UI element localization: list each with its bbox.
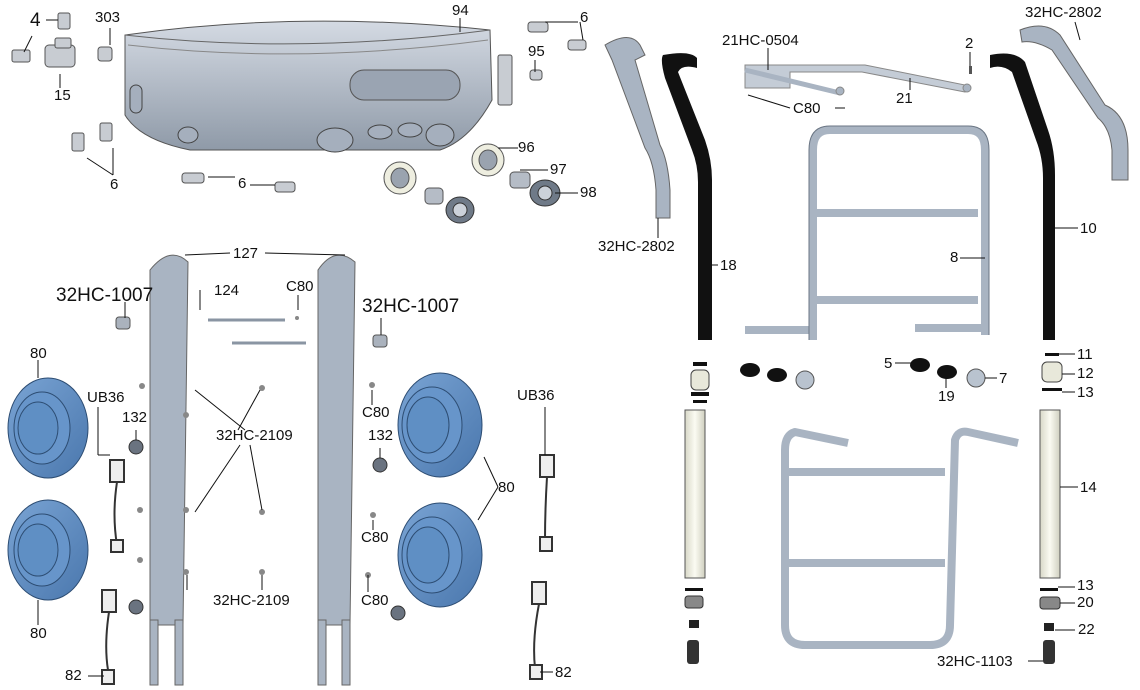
leg-assembly-left (684, 362, 710, 664)
callout-2: 2 (965, 35, 974, 52)
callout-80-b: 80 (498, 479, 515, 496)
callout-ub36-right: UB36 (517, 387, 555, 404)
frame-8-outline (808, 125, 990, 340)
callout-6-left: 6 (110, 176, 119, 193)
callout-32hc-2802-right: 32HC-2802 (1025, 4, 1102, 21)
callout-14: 14 (1080, 479, 1097, 496)
callout-132-left: 132 (122, 409, 148, 426)
callout-18: 18 (720, 257, 737, 274)
nut-132-c (372, 457, 388, 473)
callout-303: 303 (95, 9, 121, 26)
callout-c80-e: C80 (361, 592, 389, 609)
callout-21hc-0504: 21HC-0504 (722, 32, 799, 49)
grip-10 (990, 53, 1055, 340)
wheel-80-d (397, 502, 483, 608)
callout-124: 124 (214, 282, 240, 299)
callout-6-mid: 6 (238, 175, 247, 192)
callout-97: 97 (550, 161, 567, 178)
callout-10: 10 (1080, 220, 1097, 237)
callout-21: 21 (896, 90, 913, 107)
caps-5-19-7 (740, 358, 986, 390)
crossbar-21 (744, 64, 972, 96)
side-frame-right (317, 254, 356, 686)
tank-94 (124, 20, 493, 153)
leg-assembly-right (1039, 353, 1063, 664)
bolts (137, 316, 376, 578)
wheel-80-b (7, 499, 89, 601)
callout-5: 5 (884, 355, 893, 372)
handle-32hc-2802-right (1019, 25, 1129, 181)
leader-lines (23, 18, 1081, 677)
callout-32hc-1007-left: 32HC-1007 (56, 285, 154, 306)
nut-132-d (390, 605, 406, 621)
screw-2 (969, 66, 972, 74)
axle-rods-124 (208, 318, 306, 345)
callout-32hc-2109-top: 32HC-2109 (216, 427, 293, 444)
callout-6-top: 6 (580, 9, 589, 26)
nut-132-b (128, 599, 144, 615)
callout-32hc-2802-left: 32HC-2802 (598, 238, 675, 255)
callout-ub36-left: UB36 (87, 389, 125, 406)
wheel-80-c (397, 372, 483, 478)
callout-11: 11 (1077, 346, 1093, 363)
callout-127: 127 (233, 245, 259, 262)
callout-94: 94 (452, 2, 469, 19)
callout-80-a: 80 (30, 345, 47, 362)
lower-frame (781, 427, 1019, 649)
frame-8 (745, 126, 989, 340)
bushing-32hc-1007-right (372, 334, 388, 348)
callout-c80-d: C80 (361, 529, 389, 546)
handle-32hc-2802-left (604, 37, 671, 219)
callout-20: 20 (1077, 594, 1094, 611)
callout-7: 7 (999, 370, 1008, 387)
callout-8: 8 (950, 249, 959, 266)
callout-12: 12 (1077, 365, 1094, 382)
callout-c80-c: C80 (362, 404, 390, 421)
callout-22: 22 (1078, 621, 1095, 638)
bushing-32hc-1007-left (115, 316, 131, 330)
side-frame-left (149, 254, 189, 686)
callout-82-right: 82 (555, 664, 572, 681)
fittings-96-98 (383, 143, 561, 224)
callout-c80-b: C80 (286, 278, 314, 295)
callout-82-left: 82 (65, 667, 82, 684)
cables (101, 454, 555, 685)
callout-32hc-1007-right: 32HC-1007 (362, 296, 460, 317)
wheel-80-a (7, 377, 89, 479)
callout-32hc-1103: 32HC-1103 (937, 653, 1013, 670)
callout-13-bottom: 13 (1077, 577, 1094, 594)
nut-132-a (128, 439, 144, 455)
callout-95: 95 (528, 43, 545, 60)
callout-15: 15 (54, 87, 71, 104)
callout-80-c: 80 (30, 625, 47, 642)
callout-4: 4 (30, 10, 41, 31)
callout-13-top: 13 (1077, 384, 1094, 401)
callout-98: 98 (580, 184, 597, 201)
callout-19: 19 (938, 388, 955, 405)
fittings-top-left (11, 12, 587, 193)
callout-c80-top: C80 (793, 100, 821, 117)
callout-96: 96 (518, 139, 535, 156)
callout-32hc-2109-bottom: 32HC-2109 (213, 592, 290, 609)
grip-18 (661, 53, 712, 340)
callout-132-right: 132 (368, 427, 394, 444)
